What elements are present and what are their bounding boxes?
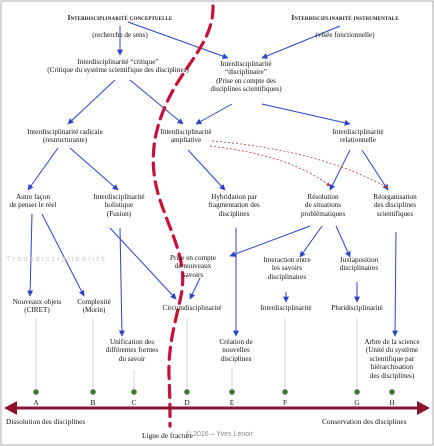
- node-conceptual: Interdisciplinarité conceptuelle (recher…: [30, 6, 210, 48]
- node-autre-facon: Autre façon de penser le réel: [9, 193, 57, 210]
- dotted-arrows: [209, 140, 389, 189]
- letter-f: F: [282, 398, 288, 407]
- node-creation: Création de nouvelles disciplines: [219, 338, 253, 363]
- node-holistique: Interdisciplinarité holistique (Fusion): [93, 193, 145, 218]
- node-ampliative: Interdisciplinarité ampliative: [160, 128, 212, 145]
- node-critique: Interdisciplinarité “critique” (Critique…: [47, 58, 189, 75]
- letter-c: C: [131, 398, 137, 407]
- node-disciplinaire: Interdisciplinarité “disciplinaire” (Pri…: [210, 60, 282, 94]
- letter-g: G: [354, 398, 360, 407]
- node-relationnelle: Interdisciplinarité relationnelle: [332, 128, 384, 145]
- node-hybridation: Hybridation par fragmentation des discip…: [208, 193, 260, 218]
- node-nouveaux-objets: Nouveaux objets (CIRET): [12, 298, 62, 315]
- letter-b: B: [90, 398, 96, 407]
- node-resolution: Résolution de situations problématiques: [300, 193, 346, 218]
- copyright-credit: © 2016 – Yves Lenoir: [186, 431, 253, 438]
- node-circumdisciplinarite: Circumdisciplinarité: [162, 304, 222, 312]
- letter-d: D: [184, 398, 190, 407]
- node-instrumental-title: Interdisciplinarité instrumentale: [291, 14, 399, 23]
- letter-h: H: [389, 398, 395, 407]
- transdisciplinarite-watermark: Transdisciplinarité: [6, 254, 108, 263]
- node-instrumental-subtitle: (visée fonctionnelle): [315, 31, 375, 40]
- letter-e: E: [229, 398, 235, 407]
- node-prise-compte: Prise en compte de nouveaux savoirs: [170, 254, 216, 279]
- node-unification: Unification des différentes formes du sa…: [105, 338, 159, 363]
- node-complexite: Complexité (Morin): [77, 298, 111, 315]
- node-conceptual-title: Interdisciplinarité conceptuelle: [67, 14, 173, 23]
- hierarchy-arrows: [27, 21, 399, 337]
- letter-a: A: [33, 398, 39, 407]
- node-reorganisation: Réorganisation des disciplines scientifi…: [373, 193, 417, 218]
- node-instrumental: Interdisciplinarité instrumentale (visée…: [260, 6, 430, 48]
- node-arbre: Arbre de la science (Unité du système sc…: [364, 338, 420, 380]
- node-juxtaposition: Juxtaposition disciplinaires: [339, 256, 379, 273]
- node-pluridisciplinarite: Pluridisciplinarité: [331, 304, 383, 312]
- node-radicale: Interdisciplinarité radicale (restructur…: [27, 128, 103, 145]
- continuum-axis: [4, 401, 430, 415]
- node-interaction: Interaction entre les savoirs disciplina…: [263, 256, 311, 281]
- axis-right-label: Conservation des disciplines: [322, 417, 407, 426]
- fracture-line: [151, 4, 215, 428]
- node-interdisciplinarite: Interdisciplinarité: [260, 304, 312, 312]
- axis-left-label: Dissolution des disciplines: [6, 417, 86, 426]
- green-dots: [33, 389, 395, 395]
- node-conceptual-subtitle: (recherche de sens): [92, 31, 148, 40]
- fracture-label: Ligne de fracture: [142, 431, 193, 440]
- guide-lines: [35, 318, 358, 392]
